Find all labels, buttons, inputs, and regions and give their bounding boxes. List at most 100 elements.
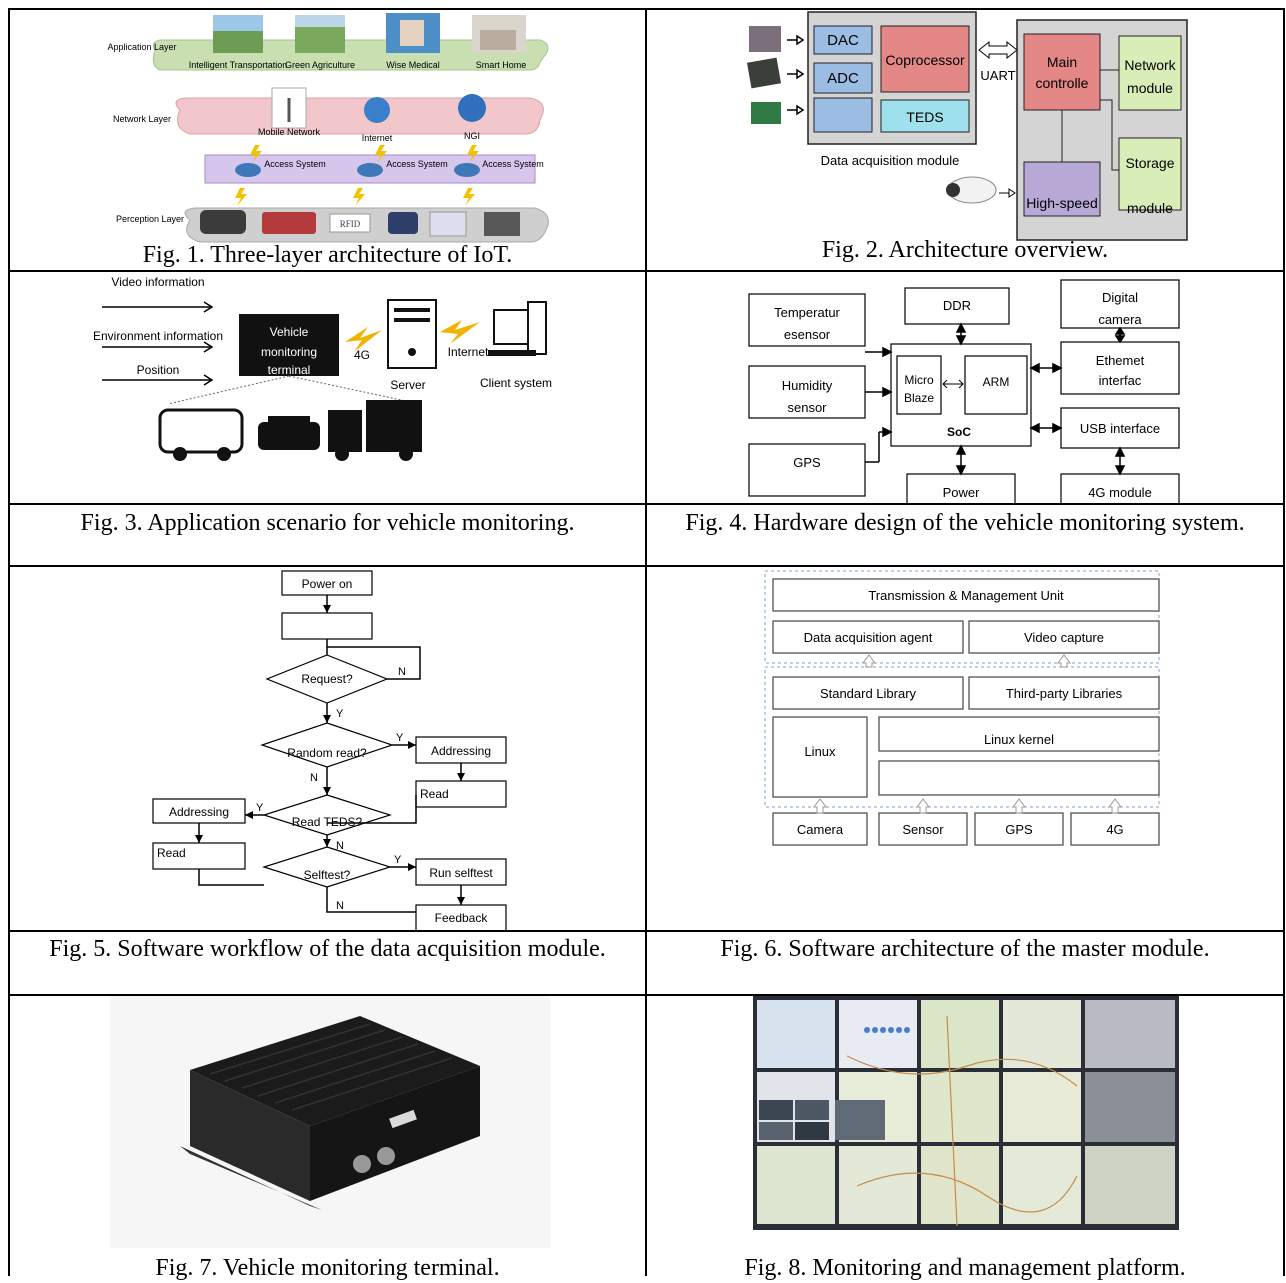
network-module-label: module	[1127, 80, 1173, 96]
fig8-platform-photo	[753, 996, 1179, 1230]
up-arrows	[813, 654, 1122, 814]
signal-icon	[345, 327, 382, 352]
g4-label: 4G module	[1088, 485, 1152, 500]
tmu-label: Transmission & Management Unit	[868, 588, 1064, 603]
access-label: Access System	[482, 159, 544, 169]
coprocessor-label: Coprocessor	[885, 52, 965, 68]
medical-figure	[400, 20, 424, 46]
storage-module-box	[1118, 137, 1182, 211]
perception-layer-label: Perception Layer	[116, 214, 184, 224]
connector-line	[1100, 99, 1119, 171]
soc-label: SoC	[947, 425, 971, 439]
ngi-icon	[458, 94, 486, 122]
storage-module-label: Storage	[1125, 155, 1174, 171]
empty-blue-box	[813, 97, 873, 133]
fig1-iot-diagram: Application Layer Intelligent Transporta…	[107, 13, 549, 243]
humidity-label: sensor	[787, 400, 827, 415]
fig7-caption: Fig. 7. Vehicle monitoring terminal.	[155, 1255, 500, 1281]
coprocessor-box	[880, 25, 970, 93]
scanner-icon	[388, 212, 418, 234]
home-furniture	[480, 30, 516, 50]
rfid-label: RFID	[340, 219, 361, 229]
gps-label: GPS	[793, 455, 821, 470]
arm-label: ARM	[983, 375, 1010, 389]
device-label: 4G	[1106, 822, 1123, 837]
dac-box	[813, 25, 873, 55]
highspeed-box	[1023, 161, 1101, 217]
connector-port	[353, 1155, 371, 1173]
map-roads	[846, 1015, 1078, 1227]
input-arrows	[102, 301, 214, 386]
camera-box	[1060, 279, 1180, 329]
figure-grid: Application Layer Intelligent Transporta…	[8, 8, 1285, 1281]
fig5-caption: Fig. 5. Software workflow of the data ac…	[49, 936, 606, 962]
highspeed-label: High-speed	[1026, 195, 1098, 211]
microblaze-label: Blaze	[904, 391, 934, 405]
fig5-flowchart: Power on Request? Random read? Read TEDS…	[152, 570, 507, 930]
client-keyboard-icon	[488, 350, 536, 356]
sensor-icon	[749, 26, 781, 52]
client-tower-icon	[527, 301, 547, 355]
fig5-cell: Power on Request? Random read? Read TEDS…	[10, 567, 645, 930]
wheel	[217, 447, 231, 461]
app-label-medical: Wise Medical	[386, 60, 440, 70]
fig4-hardware-diagram: Temperatur esensor Humidity sensor GPS D…	[748, 279, 1180, 503]
kernel-box	[878, 716, 1160, 752]
request-label: Request?	[301, 672, 353, 686]
gps-box	[748, 443, 866, 497]
terminal-label: Vehicle	[270, 325, 309, 339]
input-label: Video information	[111, 275, 204, 289]
transport-sky	[213, 15, 263, 31]
temperature-label: esensor	[784, 327, 831, 342]
heat-fins	[209, 1023, 453, 1111]
yes-label: Y	[394, 854, 402, 866]
truck-cab	[328, 410, 362, 452]
flow-arrowheads	[195, 605, 465, 905]
init-box	[281, 612, 373, 640]
device-label: Camera	[797, 822, 844, 837]
power-label: Power	[943, 485, 981, 500]
fig8-cell	[647, 996, 1283, 1248]
read-box	[152, 842, 246, 870]
terminal-front	[310, 1066, 480, 1201]
run-selftest-label: Run selftest	[429, 866, 493, 880]
network-layer-label: Network Layer	[113, 114, 171, 124]
app-label-agriculture: Green Agriculture	[285, 60, 355, 70]
main-controller-label: Main	[1047, 54, 1077, 70]
device-box	[974, 812, 1064, 846]
bus-icon	[262, 212, 316, 234]
dotted-lines	[167, 375, 421, 405]
yes-label: Y	[396, 732, 404, 744]
main-controller-label: controlle	[1036, 75, 1089, 91]
camera-icon	[429, 211, 467, 237]
signal-icon	[440, 320, 480, 344]
fig4-caption: Fig. 4. Hardware design of the vehicle m…	[685, 510, 1245, 536]
router-icon	[357, 163, 383, 177]
bus-icon	[158, 408, 244, 454]
temperature-label: Temperatur	[774, 305, 840, 320]
car-roof	[268, 416, 310, 428]
sensor-icon	[751, 102, 781, 124]
yes-label: Y	[336, 708, 344, 720]
internet-label: Internet	[362, 133, 393, 143]
terminal-label: monitoring	[261, 345, 317, 359]
run-selftest-box	[415, 858, 507, 886]
double-arrow	[942, 379, 964, 389]
ngi-label: NGI	[464, 131, 480, 141]
ddr-label: DDR	[943, 298, 971, 313]
teds-box	[880, 99, 970, 133]
ethernet-label: interfac	[1099, 373, 1142, 388]
wheel	[335, 447, 349, 461]
random-label: Random read?	[287, 746, 367, 760]
fig6-cell: Transmission & Management Unit Data acqu…	[647, 567, 1283, 930]
access-label: Access System	[264, 159, 326, 169]
read-label: Read	[420, 787, 449, 801]
lightning-icons	[235, 145, 479, 206]
rfid-tag	[329, 213, 371, 233]
truck-box	[366, 400, 422, 452]
video-capture-box	[968, 620, 1160, 654]
fig2-architecture-diagram: DAC ADC Coprocessor TEDS Data acquisitio…	[746, 11, 1188, 241]
agriculture-sky	[295, 15, 345, 27]
fig6-software-diagram: Transmission & Management Unit Data acqu…	[764, 570, 1160, 846]
daq-agent-box	[772, 620, 964, 654]
